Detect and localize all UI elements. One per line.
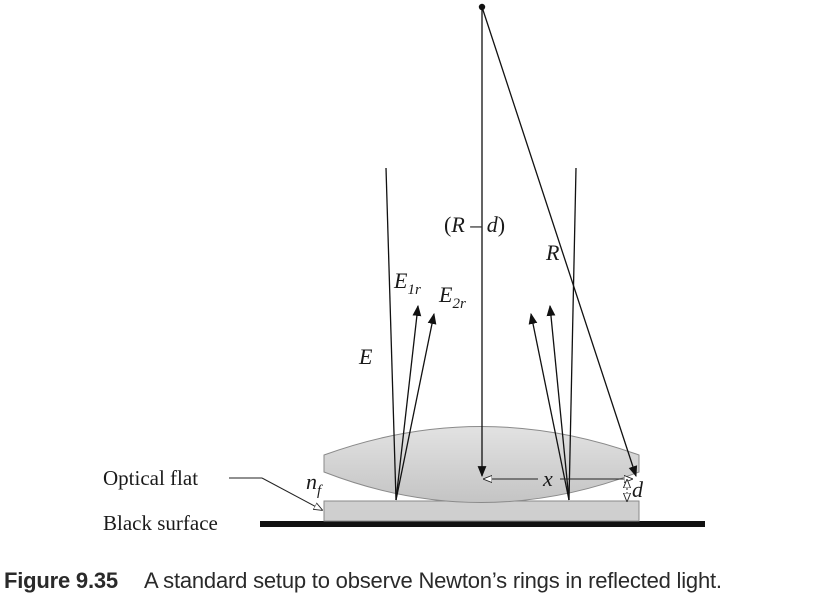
newtons-rings-diagram: (R – d) R E E1r E2r Optical flat Black s… [103, 3, 705, 535]
optical-flat-label: Optical flat [103, 466, 198, 490]
incident-e-label: E [358, 344, 373, 369]
radius-label: R [545, 240, 560, 265]
reflected-e1r-right [528, 312, 570, 501]
reflected-e2r-left [395, 312, 437, 501]
black-surface-label: Black surface [103, 511, 218, 535]
incident-beam-left [385, 167, 397, 501]
black-surface [260, 521, 705, 527]
reflected-e1r-left [395, 304, 422, 501]
d-label: d [632, 477, 644, 502]
figure-number: Figure 9.35 [4, 568, 118, 593]
caption-text: A standard setup to observe Newton’s rin… [143, 568, 722, 593]
incident-beam-right [568, 167, 577, 501]
radius-line [481, 6, 638, 478]
r-minus-d-label: (R – d) [444, 212, 505, 237]
figure-caption: Figure 9.35 A standard setup to observe N… [4, 568, 837, 594]
optical-flat-leader-diagonal [261, 477, 322, 510]
e2r-label: E2r [438, 282, 466, 312]
x-label: x [542, 466, 553, 491]
nf-label: nf [306, 469, 323, 499]
e1r-label: E1r [393, 268, 421, 298]
reflected-e2r-right [546, 304, 570, 501]
optical-flat [323, 500, 640, 522]
